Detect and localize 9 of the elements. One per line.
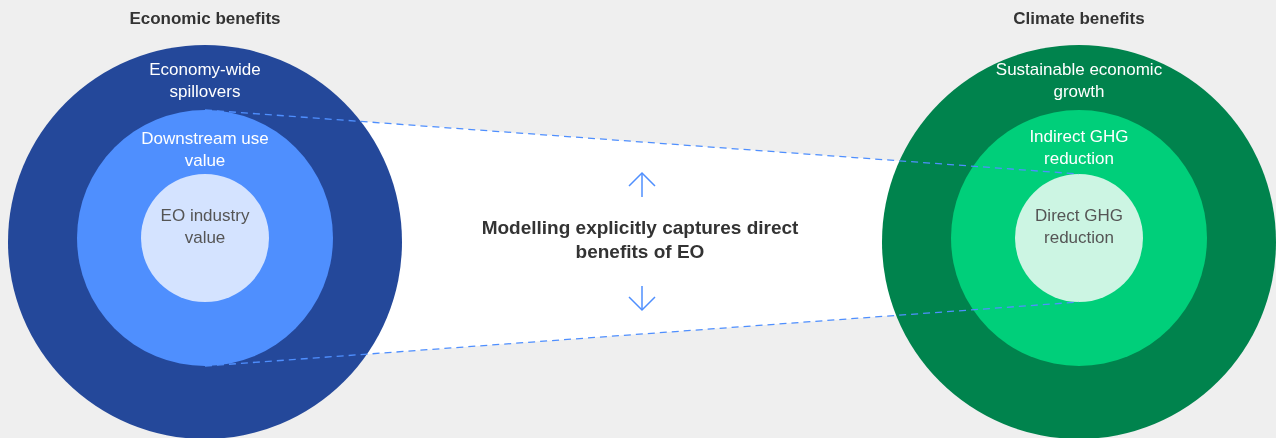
section-heading: Economic benefits: [128, 9, 282, 29]
circle-label: Direct GHG reduction: [1034, 205, 1124, 249]
circle-label: Sustainable economic growth: [994, 59, 1164, 103]
center-caption: Modelling explicitly captures direct benefits of EO: [480, 216, 800, 264]
circle-label: Economy-wide spillovers: [148, 59, 262, 103]
circle-label: Indirect GHG reduction: [1028, 126, 1130, 170]
circle-label: EO industry value: [159, 205, 251, 249]
section-heading: Climate benefits: [1012, 9, 1146, 29]
circle-label: Downstream use value: [140, 128, 270, 172]
